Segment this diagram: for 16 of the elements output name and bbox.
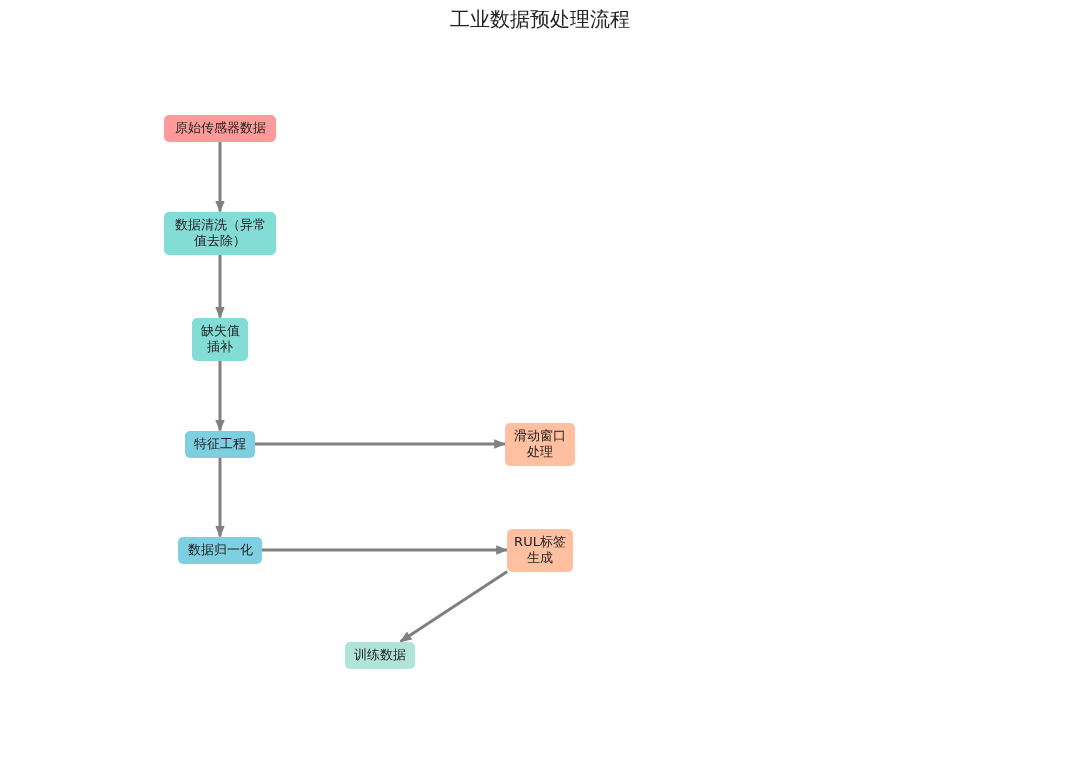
process-box: 原始传感器数据 — [164, 114, 276, 142]
arrow — [262, 545, 509, 555]
process-box: 特征工程 — [185, 430, 255, 458]
arrow — [215, 141, 225, 213]
arrow — [399, 570, 509, 643]
process-box: 数据归一化 — [178, 536, 262, 564]
diagram-title: 工业数据预处理流程 — [449, 6, 631, 33]
process-box: 滑动窗口处理 — [505, 422, 575, 466]
arrow — [215, 254, 225, 319]
process-box: RUL标签生成 — [507, 528, 573, 572]
arrow — [215, 360, 225, 432]
process-box: 数据清洗（异常值去除） — [164, 211, 276, 255]
arrow — [215, 457, 225, 538]
arrow — [255, 439, 507, 449]
process-box: 训练数据 — [345, 641, 415, 669]
process-box: 缺失值插补 — [192, 317, 248, 361]
